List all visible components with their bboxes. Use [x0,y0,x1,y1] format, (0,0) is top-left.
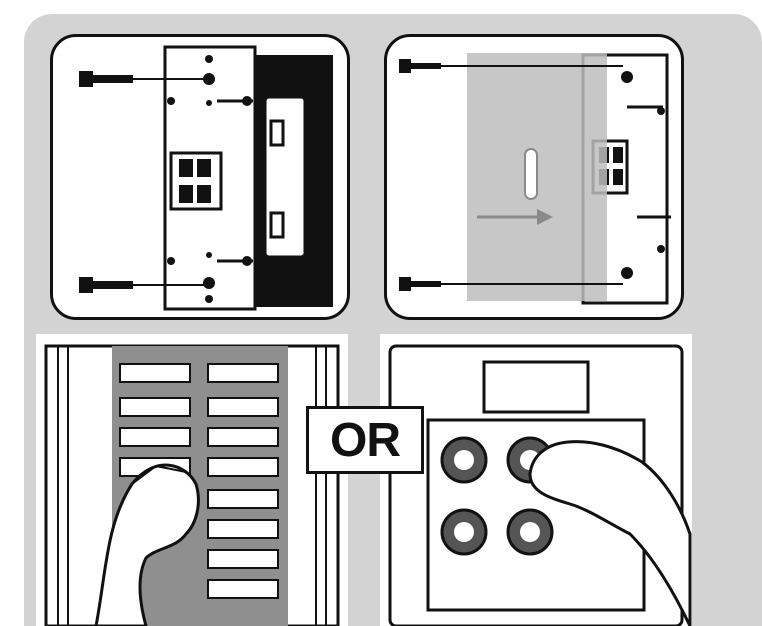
breaker-panel-drawing [36,334,348,626]
or-separator: OR [306,406,424,474]
attach-cover-illustration [387,37,684,320]
attach-cover-panel [384,34,684,320]
mount-plate-panel [50,34,350,320]
fuse-box-illustration [380,334,692,626]
or-label: OR [330,413,400,468]
mount-plate-illustration [53,37,350,320]
fuse-box-drawing [380,334,692,626]
breaker-panel-illustration [36,334,348,626]
